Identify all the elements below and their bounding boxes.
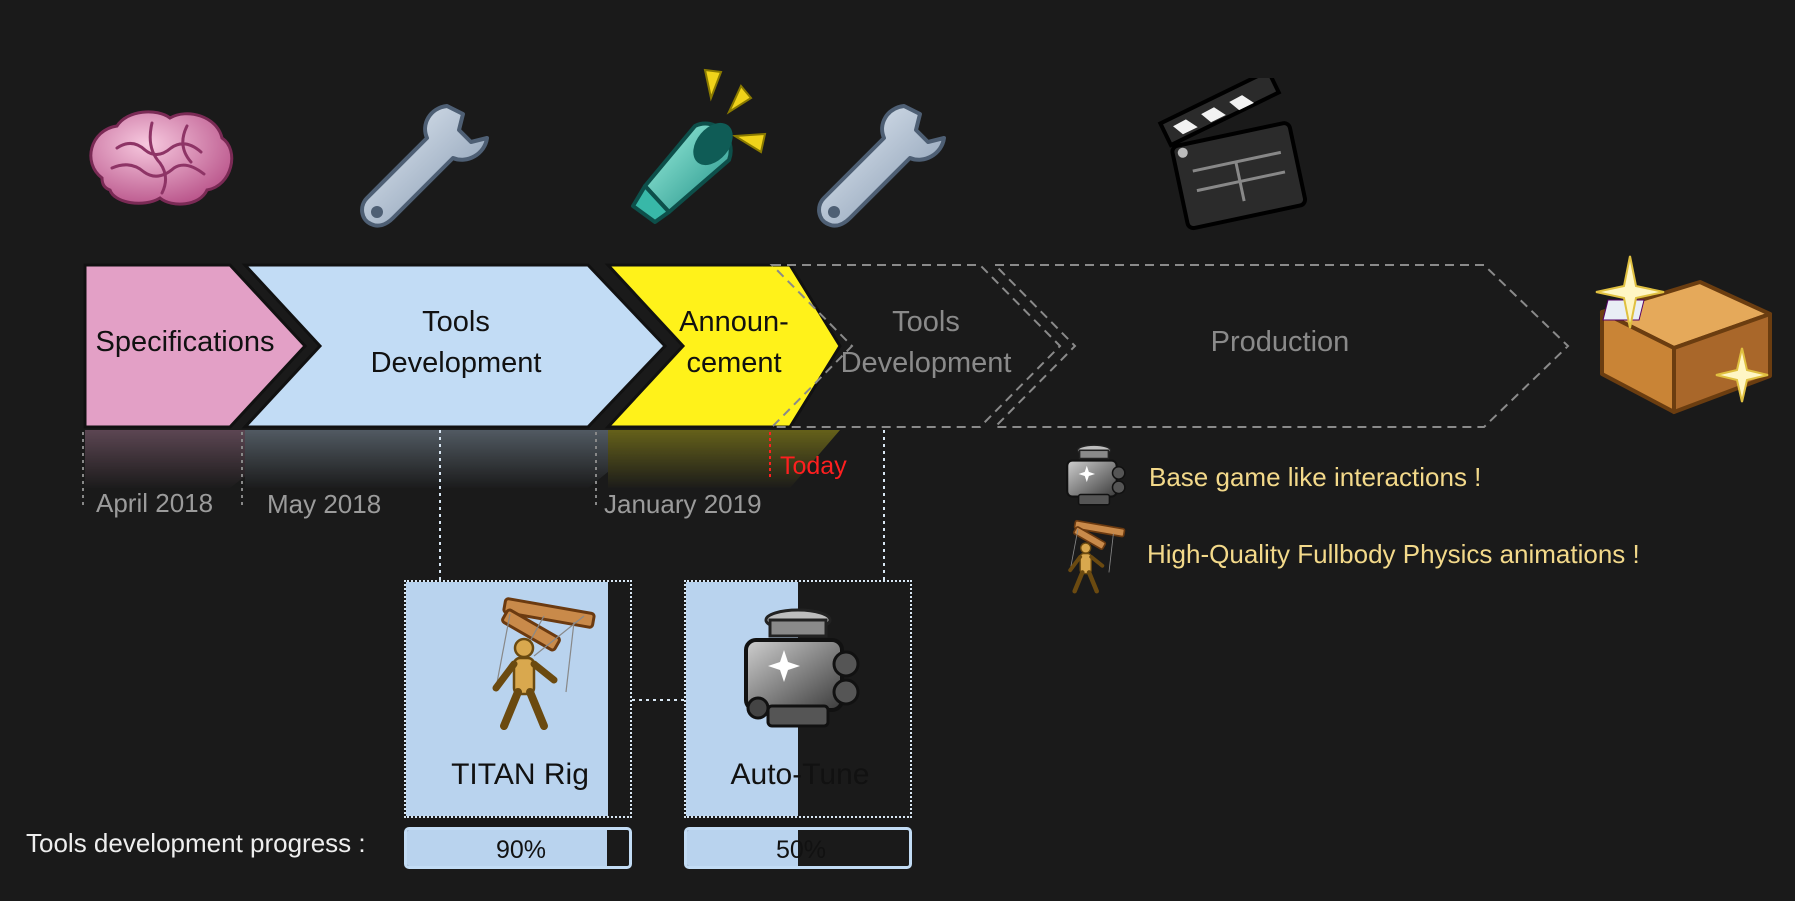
date-label: May 2018	[267, 489, 382, 519]
marionette-icon	[492, 597, 596, 730]
phase-chevron-tools-development-planned	[769, 264, 1062, 428]
wrench-icon	[817, 104, 946, 228]
engine-icon	[744, 608, 860, 728]
phase-label-announcement: Announ-cement	[679, 306, 789, 379]
tool-card-auto-tune: Auto-Tune	[684, 580, 912, 818]
phase-reflection	[608, 430, 840, 488]
clapperboard-icon	[1157, 78, 1308, 231]
progress-bar-auto-tune: 50%	[684, 827, 912, 869]
phase-chevron-tools-development	[241, 263, 668, 429]
legend-item-text: High-Quality Fullbody Physics animations…	[1147, 539, 1640, 569]
wrench-icon	[360, 104, 489, 228]
phase-chevron-specifications	[83, 263, 308, 429]
progress-bar-titan-rig: 90%	[404, 827, 632, 869]
tool-card-title: Auto-Tune	[730, 758, 870, 791]
marionette-icon	[1068, 519, 1126, 594]
phase-label-specifications: Specifications	[95, 326, 275, 358]
phase-chevron-production	[992, 264, 1570, 428]
date-label: April 2018	[96, 488, 214, 518]
tool-card-title: TITAN Rig	[451, 758, 589, 791]
engine-icon	[1066, 444, 1126, 506]
timeline-chevrons	[82, 263, 1570, 505]
progress-bar-fill	[687, 830, 798, 866]
progress-value: 50%	[775, 836, 827, 864]
tool-card-titan-rig: TITAN Rig	[404, 580, 632, 818]
phase-reflection	[245, 430, 660, 488]
today-label: Today	[780, 452, 847, 480]
progress-value: 90%	[495, 836, 547, 864]
progress-title: Tools development progress :	[26, 828, 366, 858]
progress-bar-fill	[407, 830, 607, 866]
megaphone-icon	[631, 68, 767, 224]
legend-item-text: Base game like interactions !	[1149, 462, 1482, 492]
brain-icon	[89, 110, 234, 206]
phase-label-production: Production	[1210, 326, 1350, 358]
package-icon	[1595, 255, 1772, 414]
date-label: January 2019	[604, 489, 762, 519]
